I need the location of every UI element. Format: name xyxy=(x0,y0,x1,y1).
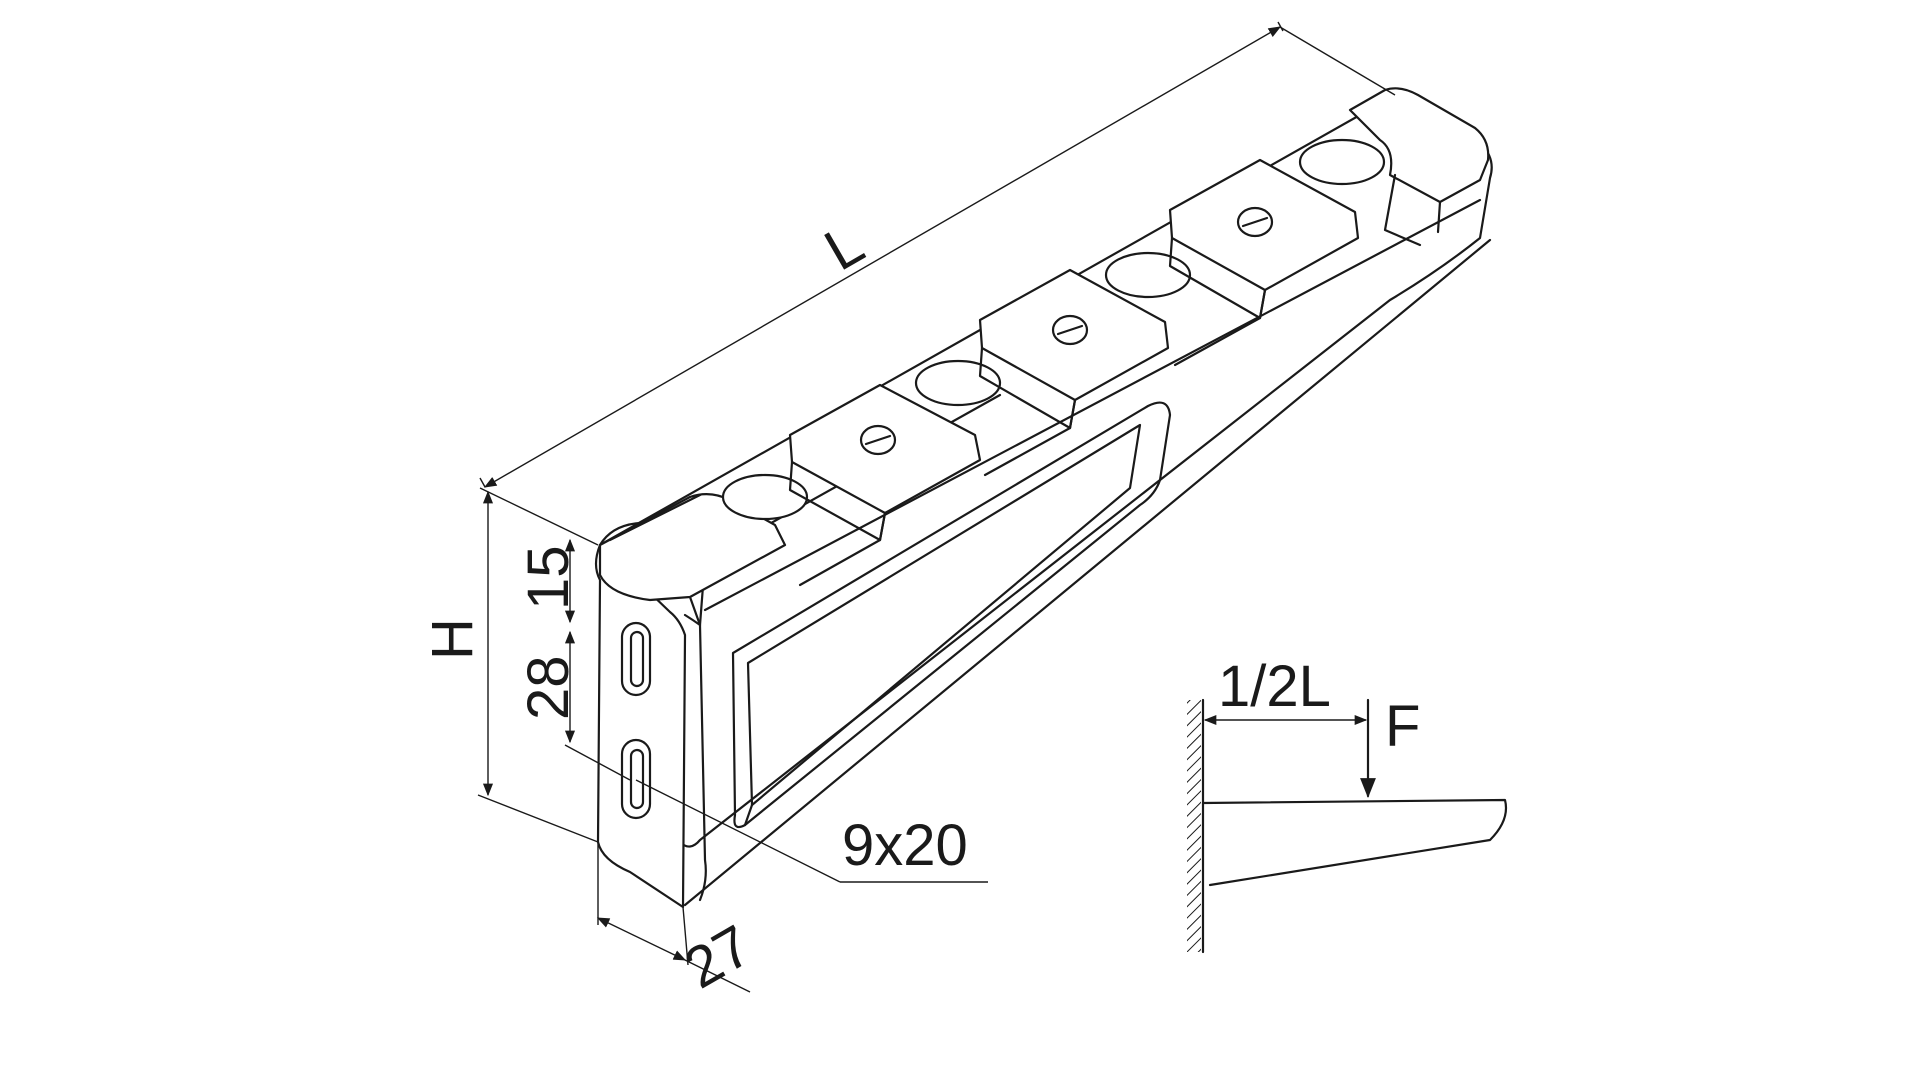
dimension-slot-spacing: 28 xyxy=(516,630,631,781)
dimple-4 xyxy=(1298,138,1386,186)
dimple-3 xyxy=(1104,251,1192,299)
label-H: H xyxy=(420,618,485,660)
label-L: L xyxy=(814,211,874,283)
dimple-2 xyxy=(914,359,1002,407)
dimension-height: H xyxy=(420,487,599,843)
label-F: F xyxy=(1385,694,1420,759)
upper-slot xyxy=(620,621,652,697)
dimple-1 xyxy=(721,473,809,521)
lower-slot xyxy=(620,738,652,820)
label-28: 28 xyxy=(516,655,581,720)
top-channel xyxy=(598,87,1490,627)
dimension-slot-size: 9x20 xyxy=(635,779,988,883)
cantilever-arm xyxy=(1201,798,1508,887)
label-9x20: 9x20 xyxy=(842,813,968,878)
dimension-top-offset: 15 xyxy=(516,538,581,624)
wall-hatch xyxy=(1187,700,1201,952)
load-diagram: 1/2L F xyxy=(1187,654,1508,954)
label-15: 15 xyxy=(516,545,581,610)
label-27: 27 xyxy=(674,913,762,1002)
label-half-L: 1/2L xyxy=(1218,654,1331,719)
